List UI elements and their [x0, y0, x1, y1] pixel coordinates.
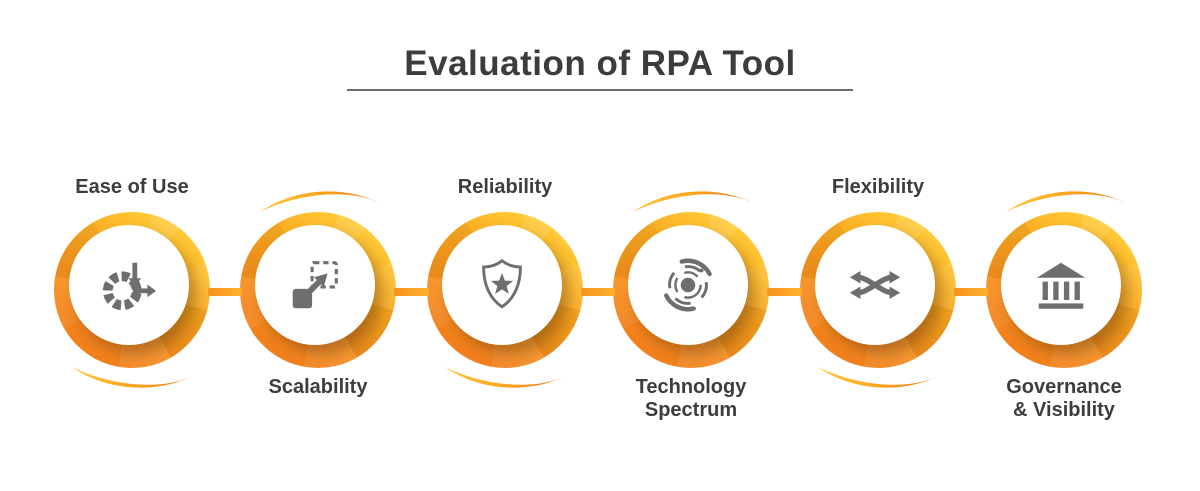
inner-circle [628, 225, 748, 345]
shield-star-icon [482, 258, 522, 309]
page-title: Evaluation of RPA Tool [404, 44, 796, 83]
node-ease-of-use: Ease of Use [52, 0, 212, 491]
shuffle-icon [849, 270, 901, 300]
node-ring [54, 212, 210, 368]
title-underline [347, 89, 853, 91]
inner-circle [442, 225, 562, 345]
node-label: Technology Spectrum [635, 376, 747, 421]
node-governance-visibility: Governance & Visibility [984, 0, 1144, 491]
node-scalability: Scalability [238, 0, 398, 491]
swoosh-arc [72, 367, 192, 388]
node-ring [427, 212, 583, 368]
inner-circle [255, 225, 375, 345]
node-reliability: Reliability [425, 0, 585, 491]
connector-line [954, 288, 988, 296]
node-label: Scalability [268, 376, 368, 398]
connector-line [767, 288, 802, 296]
swoosh-arc [445, 367, 565, 388]
node-ring [800, 212, 956, 368]
scale-expand-icon [292, 261, 338, 309]
bank-icon [1036, 262, 1086, 309]
swoosh-arc [260, 191, 380, 212]
node-label: Reliability [457, 176, 553, 198]
inner-circle [69, 225, 189, 345]
swoosh-arc [1006, 191, 1126, 212]
swoosh-arc [818, 367, 938, 388]
swoosh-arc [633, 191, 753, 212]
connector-line [394, 288, 429, 296]
node-ring [613, 212, 769, 368]
node-label: Flexibility [831, 176, 925, 198]
node-flexibility: Flexibility [798, 0, 958, 491]
pie-time-icon [102, 262, 157, 311]
node-ring [240, 212, 396, 368]
node-technology-spectrum: Technology Spectrum [611, 0, 771, 491]
node-label: Governance & Visibility [1006, 376, 1122, 421]
node-label: Ease of Use [75, 176, 189, 198]
connector-line [581, 288, 615, 296]
inner-circle [1001, 225, 1121, 345]
connector-line [208, 288, 242, 296]
node-ring [986, 212, 1142, 368]
radar-swirl-icon [661, 258, 715, 312]
inner-circle [815, 225, 935, 345]
